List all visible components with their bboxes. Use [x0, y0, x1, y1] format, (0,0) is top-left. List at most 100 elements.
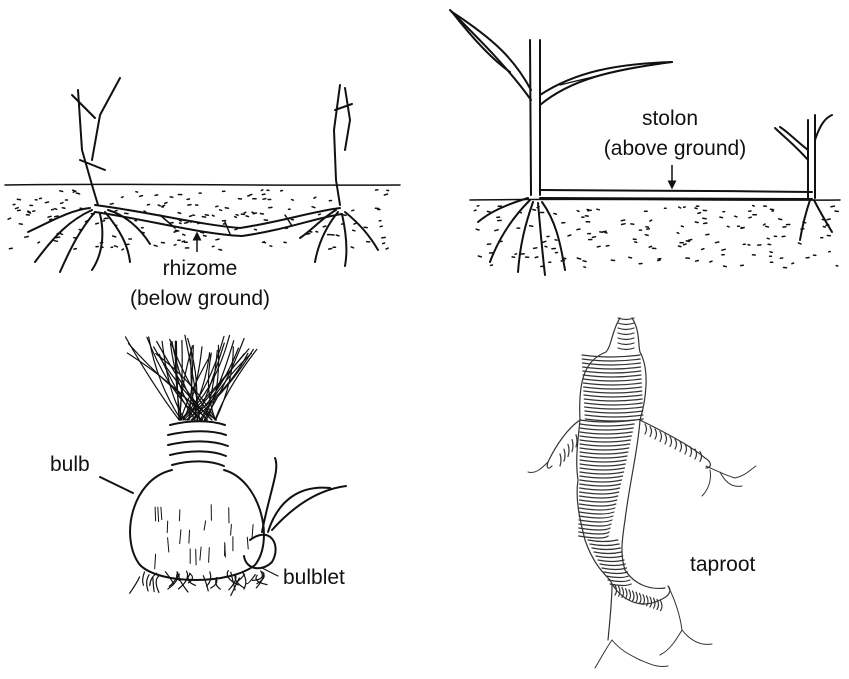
soil-dot	[312, 207, 315, 208]
soil-dot	[487, 211, 490, 212]
taproot-ring	[579, 520, 612, 522]
soil-dot	[597, 246, 600, 247]
soil-dot	[716, 242, 719, 243]
soil-dot	[190, 216, 192, 217]
soil-dot	[684, 244, 687, 245]
soil-dot	[584, 267, 586, 268]
soil-dot	[554, 214, 557, 215]
soil-dot	[261, 190, 263, 191]
taproot-ring	[626, 589, 628, 599]
soil-dot	[236, 215, 238, 216]
bulb-texture-line	[180, 530, 181, 544]
soil-dot	[235, 229, 237, 230]
taproot-ring	[584, 395, 642, 397]
taproot-ring	[576, 435, 577, 447]
soil-dot	[9, 248, 12, 249]
soil-dot	[779, 219, 782, 220]
taproot-ring	[606, 576, 629, 578]
bulb-root	[130, 577, 140, 593]
soil-dot	[50, 219, 52, 220]
soil-dot	[823, 227, 825, 228]
taproot-ring	[568, 444, 569, 456]
soil-dot	[155, 195, 158, 196]
soil-dot	[48, 216, 51, 217]
taproot-ring	[585, 411, 643, 413]
soil-dot	[183, 234, 185, 235]
rhizome-label: rhizome	[120, 257, 280, 281]
soil-dot	[329, 249, 332, 250]
soil-dot	[76, 193, 79, 194]
taproot-ring	[643, 595, 645, 605]
taproot-ring	[582, 363, 640, 365]
soil-dot	[122, 249, 124, 250]
soil-dot	[180, 223, 182, 224]
taproot-ring	[675, 439, 677, 449]
soil-dot	[702, 249, 704, 250]
soil-dot	[113, 236, 116, 237]
taproot-ring	[580, 468, 624, 470]
soil-dot	[260, 214, 263, 215]
soil-dot	[28, 211, 30, 212]
soil-dot	[185, 222, 188, 223]
soil-dot	[16, 208, 19, 209]
taproot-ring	[585, 407, 643, 409]
taproot-ring	[700, 452, 702, 462]
soil-dot	[54, 241, 57, 242]
taproot-ring	[580, 452, 628, 454]
soil-dot	[262, 194, 265, 195]
taproot-ring	[580, 448, 629, 450]
soil-dot	[147, 204, 149, 205]
soil-dot	[182, 241, 184, 242]
taproot-ring	[602, 568, 626, 570]
taproot-ring	[583, 379, 641, 381]
soil-dot	[798, 243, 801, 244]
soil-dot	[8, 218, 10, 219]
soil-dot	[748, 245, 750, 246]
taproot-ring	[618, 328, 634, 330]
bulb-texture-line	[204, 521, 206, 530]
soil-dot	[688, 240, 691, 241]
soil-dot	[140, 196, 143, 197]
soil-dot	[767, 238, 769, 239]
soil-dot	[344, 215, 346, 216]
soil-dot	[749, 217, 751, 218]
bulb-texture-line	[155, 554, 156, 569]
bulb-texture-line	[155, 507, 156, 521]
soil-dot	[476, 229, 479, 230]
soil-dot	[677, 233, 679, 234]
soil-dot	[770, 252, 772, 253]
soil-dot	[212, 215, 214, 216]
stolon-label: stolon	[600, 107, 740, 131]
taproot-ring	[580, 440, 631, 442]
taproot-ring	[618, 338, 634, 340]
taproot-ring	[580, 432, 632, 434]
bulb-texture-line	[200, 547, 201, 560]
soil-dot	[253, 213, 256, 214]
soil-dot	[216, 239, 219, 240]
taproot-ring	[580, 472, 624, 474]
soil-dot	[577, 229, 580, 230]
taproot-ring	[596, 556, 623, 558]
taproot-ring	[579, 524, 611, 526]
taproot-ring	[604, 572, 628, 574]
taproot-ring	[582, 355, 640, 357]
taproot-ring	[580, 488, 620, 490]
soil-dot	[695, 208, 697, 209]
soil-dot	[583, 261, 586, 262]
bulb-root	[179, 574, 188, 592]
taproot-ring	[629, 590, 631, 600]
taproot-ring	[650, 427, 652, 437]
soil-dot	[188, 205, 191, 206]
taproot-ring	[580, 492, 619, 494]
taproot-ring	[580, 460, 626, 462]
taproot-ring	[580, 428, 633, 430]
taproot-ring	[665, 434, 667, 444]
stolon-note: (above ground)	[585, 137, 765, 161]
bulb-texture-line	[252, 525, 253, 539]
taproot-ring	[590, 544, 619, 546]
taproot-ring	[579, 536, 608, 538]
taproot-ring	[584, 387, 642, 389]
soil-dot	[25, 237, 29, 238]
bulb-root	[203, 576, 208, 591]
soil-dot	[154, 245, 157, 246]
